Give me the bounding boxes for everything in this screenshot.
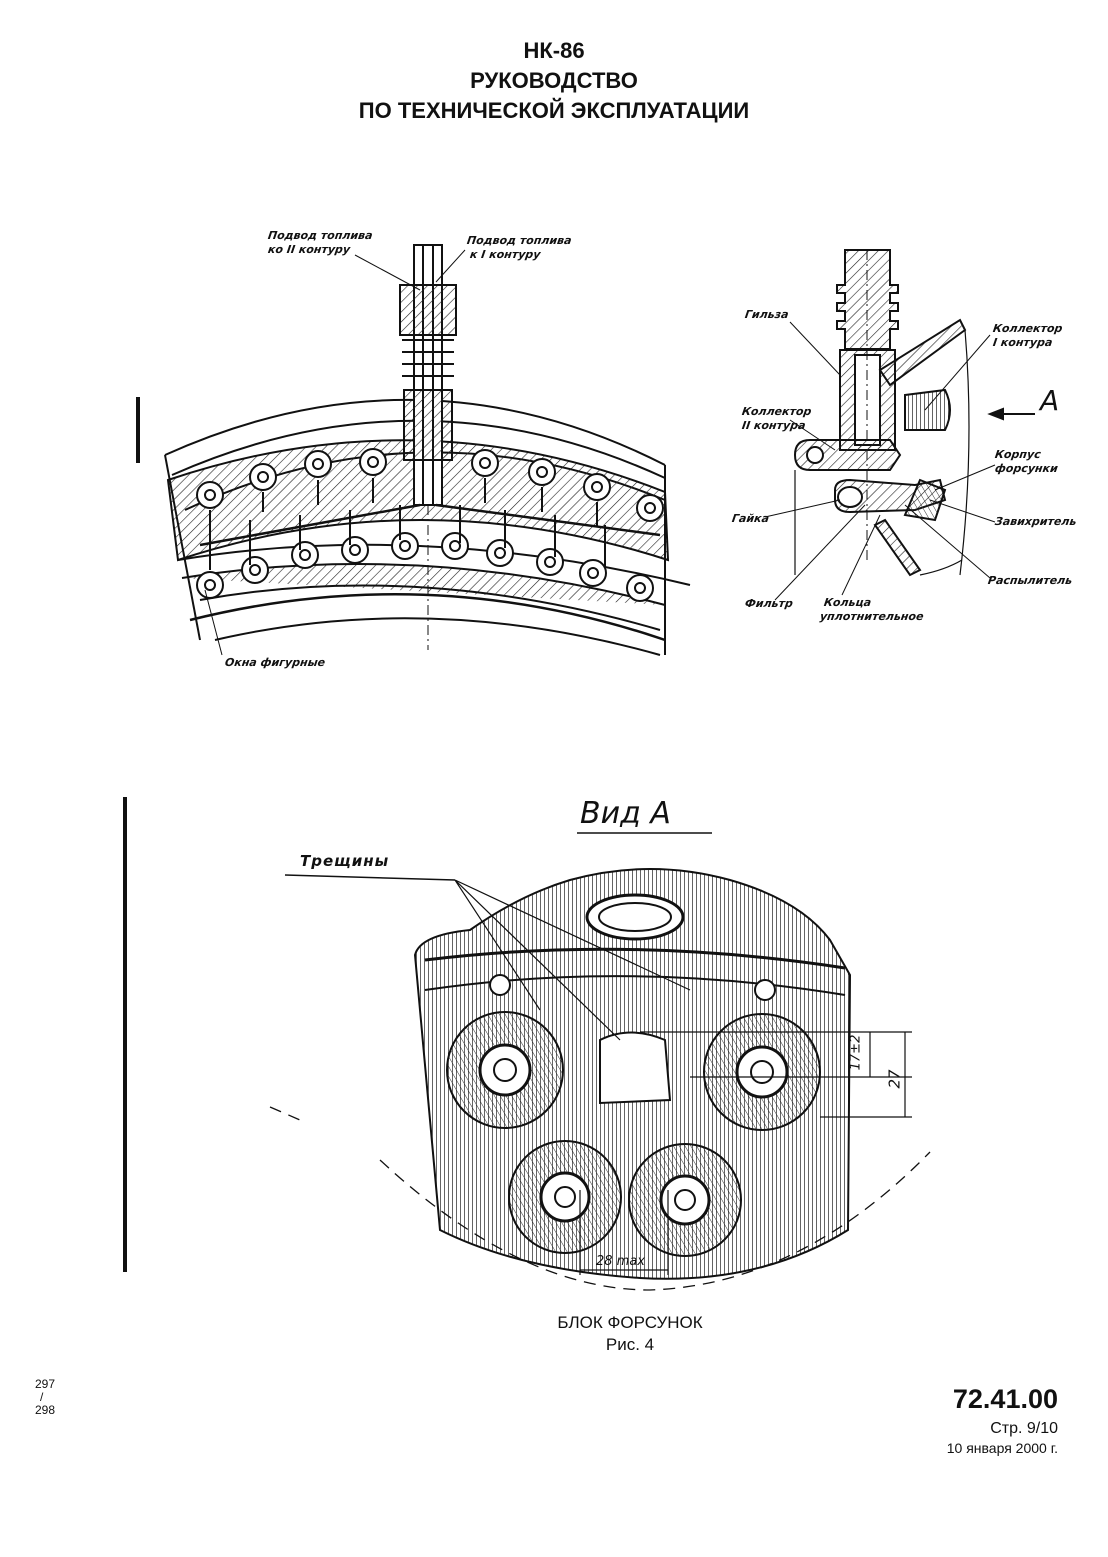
document-code: 72.41.00 [952, 1384, 1058, 1414]
doc-title: НК-86 [523, 38, 585, 63]
label-swirler: Завихритель [994, 515, 1078, 528]
doc-subtitle: РУКОВОДСТВО [470, 68, 638, 93]
revision-bar-bottom [123, 797, 127, 1272]
injector-section-drawing [764, 249, 1035, 601]
figure-caption-title: БЛОК ФОРСУНОК [557, 1313, 703, 1332]
label-supply-circuit-2-line2: ко II контуру [267, 243, 352, 256]
label-injector-body-line2: форсунки [994, 462, 1059, 475]
dimension-28-max: 28 max [596, 1254, 645, 1269]
revision-bar-top [136, 397, 140, 463]
label-supply-circuit-1-line2: к I контуру [469, 248, 542, 261]
label-injector-body-line1: Корпус [994, 448, 1042, 461]
side-page-bottom: 298 [35, 1403, 56, 1417]
label-cracks: Трещины [300, 852, 390, 870]
view-a-title: Вид А [580, 796, 671, 831]
dimension-17: 17±2 [848, 1034, 864, 1071]
label-supply-circuit-1-line1: Подвод топлива [466, 234, 573, 247]
side-page-sep: / [40, 1390, 44, 1404]
page-number: Стр. 9/10 [990, 1420, 1058, 1437]
side-page-top: 297 [35, 1377, 56, 1391]
label-collector-1-line2: I контура [992, 336, 1054, 349]
label-collector-2-line1: Коллектор [741, 405, 813, 418]
collector-ring-drawing [164, 244, 691, 656]
label-rings-line1: Кольца [823, 596, 873, 609]
arrow-a-label: А [1040, 384, 1060, 417]
doc-subtitle-2: ПО ТЕХНИЧЕСКОЙ ЭКСПЛУАТАЦИИ [358, 98, 750, 123]
label-filter: Фильтр [744, 597, 794, 610]
figure-caption-number: Рис. 4 [605, 1335, 655, 1354]
revision-date: 10 января 2000 г. [946, 1440, 1058, 1456]
dimension-27: 27 [885, 1069, 904, 1089]
label-sprayer: Распылитель [987, 574, 1074, 587]
label-supply-circuit-2-line1: Подвод топлива [267, 229, 374, 242]
label-sleeve: Гильза [744, 308, 790, 321]
label-rings-line2: уплотнительное [819, 610, 925, 623]
view-a-drawing [269, 832, 931, 1291]
label-nut: Гайка [731, 512, 770, 525]
label-collector-1-line1: Коллектор [992, 322, 1064, 335]
label-collector-2-line2: II контура [741, 419, 807, 432]
label-shaped-windows: Окна фигурные [224, 656, 327, 669]
